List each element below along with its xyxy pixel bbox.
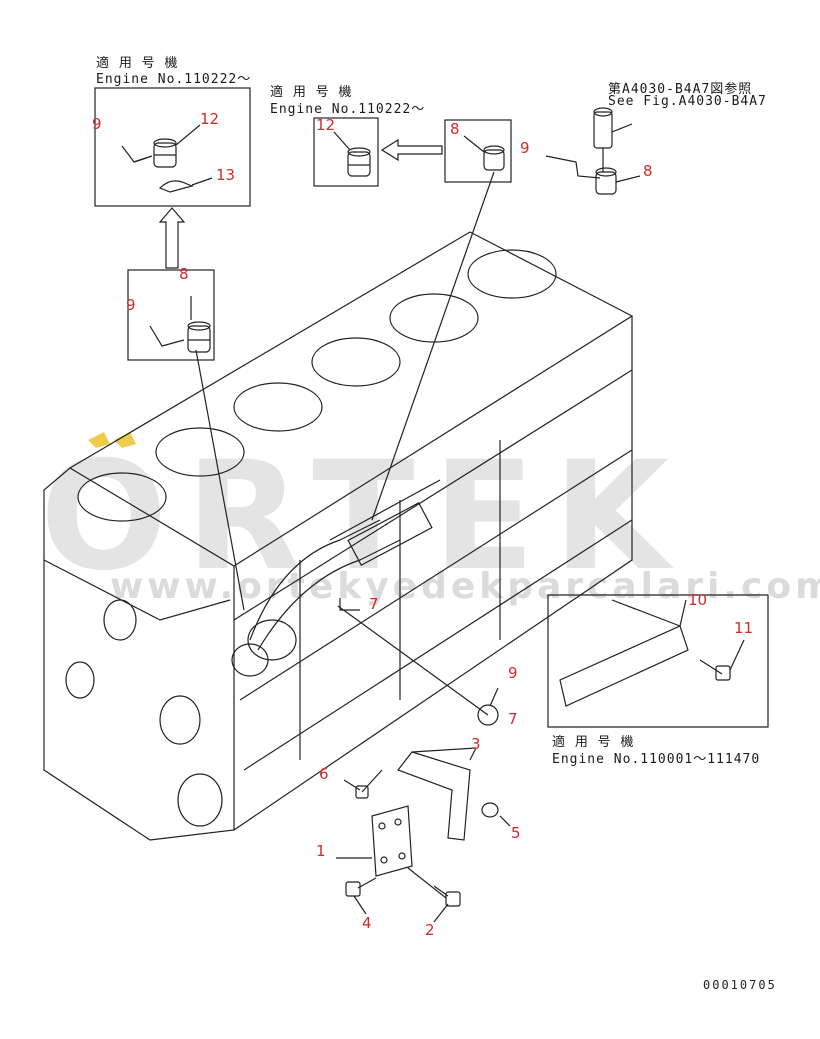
- inset-box-left: [127, 269, 215, 361]
- engine-top-deck: [68, 231, 634, 567]
- callout-9: 9: [126, 296, 136, 314]
- applicability-en-top-left: Engine No.110222～: [96, 72, 252, 87]
- callout-10: 10: [688, 591, 708, 609]
- callout-5: 5: [511, 824, 521, 842]
- reference-jp: 第A4030-B4A7図参照: [608, 82, 753, 97]
- callout-3: 3: [471, 735, 481, 753]
- clip-part-13: [158, 180, 194, 193]
- applicability-jp-top-left: 適 用 号 機: [96, 56, 179, 71]
- applicability-en-lower-right: Engine No.110001～111470: [552, 752, 761, 767]
- sensor-part-8d: [187, 321, 211, 353]
- cylinder-bore-3: [233, 382, 323, 432]
- inset-box-lower-right: [547, 594, 769, 728]
- bolt-part-6: [355, 769, 383, 799]
- callout-12: 12: [316, 116, 336, 134]
- plug-part-12a: [153, 138, 177, 168]
- callout-7: 7: [508, 710, 518, 728]
- callout-8: 8: [450, 120, 460, 138]
- applicability-en-top-mid: Engine No.110222～: [270, 102, 426, 117]
- plate-part-1: [371, 805, 413, 877]
- callout-13: 13: [216, 166, 236, 184]
- callout-8: 8: [643, 162, 653, 180]
- callout-6: 6: [319, 765, 329, 783]
- document-number: 00010705: [703, 978, 777, 992]
- inset-box-top-right: [444, 119, 512, 183]
- nut-part-5: [481, 802, 499, 818]
- cylinder-bore-5: [389, 293, 479, 343]
- callout-2: 2: [425, 921, 435, 939]
- sensor-part-8b: [483, 145, 505, 171]
- cylinder-bore-1: [77, 472, 167, 522]
- callout-9: 9: [92, 115, 102, 133]
- plate-part-10: [559, 625, 689, 707]
- inset-box-top-left: [94, 87, 251, 207]
- bolt-part-11: [699, 659, 731, 681]
- applicability-jp-top-mid: 適 用 号 機: [270, 85, 353, 100]
- bolt-part-4: [345, 877, 377, 897]
- callout-12: 12: [200, 110, 220, 128]
- plug-part-12b: [347, 147, 371, 177]
- callout-7: 7: [369, 595, 379, 613]
- cylinder-bore-2: [155, 427, 245, 477]
- callout-11: 11: [734, 619, 754, 637]
- callout-8: 8: [179, 265, 189, 283]
- arrow-left-icon: [380, 138, 443, 162]
- arrow-up-icon: [158, 207, 186, 269]
- callout-4: 4: [362, 914, 372, 932]
- cylinder-bore-4: [311, 337, 401, 387]
- bolt-part-2: [433, 885, 461, 907]
- callout-1: 1: [316, 842, 326, 860]
- cylinder-bore-6: [467, 249, 557, 299]
- applicability-jp-lower-right: 適 用 号 機: [552, 735, 635, 750]
- watermark-accent-icon: [88, 432, 110, 448]
- sensor-assembly-ref: [593, 107, 633, 195]
- inset-box-top-mid: [313, 117, 379, 187]
- callout-9: 9: [520, 139, 530, 157]
- reference-en: See Fig.A4030-B4A7: [608, 94, 767, 109]
- callout-9: 9: [508, 664, 518, 682]
